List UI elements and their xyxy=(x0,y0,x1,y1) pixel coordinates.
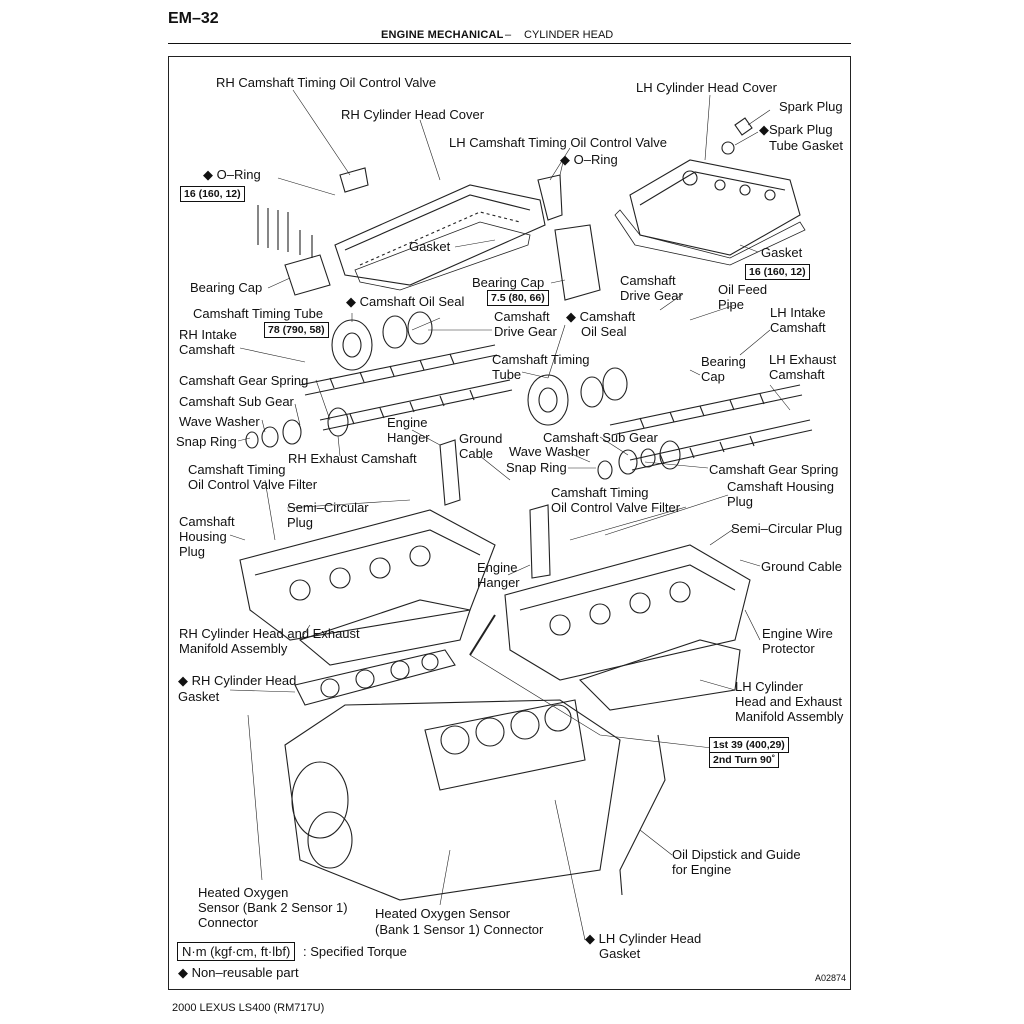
label-lh-head-gasket-2: Gasket xyxy=(599,946,641,961)
label-semi-circular-plug-lh: Semi–Circular Plug xyxy=(731,521,843,536)
torque-oil-seal: 7.5 (80, 66) xyxy=(487,290,549,306)
label-wave-washer-rh: Wave Washer xyxy=(179,414,260,429)
label-lh-intake-camshaft-2: Camshaft xyxy=(770,320,826,335)
label-rh-cylinder-head-cover: RH Cylinder Head Cover xyxy=(341,107,485,122)
label-rh-intake-camshaft-1: RH Intake xyxy=(179,327,237,342)
legend-nonreusable: ◆ Non–reusable part xyxy=(178,965,299,980)
label-oil-feed-pipe-1: Oil Feed xyxy=(718,282,768,297)
label-camshaft-ocv-filter-rh-1: Camshaft Timing xyxy=(188,462,286,477)
label-engine-wire-protector-1: Engine Wire xyxy=(762,626,833,641)
label-bearing-cap-rh: Bearing Cap xyxy=(190,280,263,295)
label-camshaft-timing-tube-rh: Camshaft Timing Tube xyxy=(193,306,324,321)
label-camshaft-drive-gear-lh-2: Drive Gear xyxy=(620,288,683,303)
label-engine-wire-protector-2: Protector xyxy=(762,641,815,656)
label-camshaft-drive-gear-rh-2: Drive Gear xyxy=(494,324,557,339)
label-camshaft-gear-spring-lh: Camshaft Gear Spring xyxy=(709,462,839,477)
label-camshaft-housing-plug-lh-2: Plug xyxy=(727,494,754,509)
page-number: EM–32 xyxy=(168,10,219,27)
label-ho2s-bank1-1: Heated Oxygen Sensor xyxy=(375,906,511,921)
label-ho2s-bank1-2: (Bank 1 Sensor 1) Connector xyxy=(375,922,544,937)
label-lh-exhaust-camshaft-1: LH Exhaust xyxy=(769,352,837,367)
label-gasket-rh: Gasket xyxy=(409,239,451,254)
label-rh-head-manifold-2: Manifold Assembly xyxy=(179,641,288,656)
label-engine-hanger-lh-2: Hanger xyxy=(477,575,520,590)
label-gasket-lh: Gasket xyxy=(761,245,803,260)
label-lh-cylinder-head-cover: LH Cylinder Head Cover xyxy=(636,80,777,95)
label-camshaft-housing-plug-rh-3: Plug xyxy=(179,544,206,559)
label-camshaft-oil-seal-rh: ◆ Camshaft Oil Seal xyxy=(346,294,465,309)
label-bearing-cap-lh-1: Bearing xyxy=(701,354,746,369)
label-camshaft-housing-plug-lh-1: Camshaft Housing xyxy=(727,479,834,494)
label-camshaft-oil-seal-lh-2: Oil Seal xyxy=(581,324,627,339)
section-separator: – xyxy=(505,29,512,41)
label-camshaft-drive-gear-lh-1: Camshaft xyxy=(620,273,676,288)
label-camshaft-ocv-filter-lh-1: Camshaft Timing xyxy=(551,485,649,500)
label-rh-exhaust-camshaft: RH Exhaust Camshaft xyxy=(288,451,417,466)
label-oil-feed-pipe-2: Pipe xyxy=(718,297,745,312)
label-lh-head-manifold-1: LH Cylinder xyxy=(735,679,803,694)
label-engine-hanger-rh-2: Hanger xyxy=(387,430,430,445)
label-camshaft-oil-seal-lh-1: ◆ Camshaft xyxy=(566,309,636,324)
label-rh-head-gasket-2: Gasket xyxy=(178,689,220,704)
torque-timing-tube: 78 (790, 58) xyxy=(264,322,329,338)
label-ground-cable-lh: Ground Cable xyxy=(761,559,842,574)
label-lh-intake-camshaft-1: LH Intake xyxy=(770,305,826,320)
label-rh-camshaft-timing-ocv: RH Camshaft Timing Oil Control Valve xyxy=(216,75,437,90)
label-ground-cable-top-1: Ground xyxy=(459,431,503,446)
label-oil-dipstick-2: for Engine xyxy=(672,862,732,877)
torque-rh-cap: 16 (160, 12) xyxy=(180,186,245,202)
label-rh-intake-camshaft-2: Camshaft xyxy=(179,342,235,357)
label-spark-plug-tube-gasket-1: ◆Spark Plug xyxy=(759,122,833,137)
diagram-frame xyxy=(168,56,851,990)
section-title: ENGINE MECHANICAL xyxy=(381,29,504,41)
label-spark-plug-tube-gasket-2: Tube Gasket xyxy=(769,138,843,153)
label-camshaft-gear-spring-rh: Camshaft Gear Spring xyxy=(179,373,309,388)
torque-lh-cap: 16 (160, 12) xyxy=(745,264,810,280)
page-footer: 2000 LEXUS LS400 (RM717U) xyxy=(172,1002,325,1014)
legend-torque-desc: : Specified Torque xyxy=(303,944,407,959)
label-spark-plug: Spark Plug xyxy=(779,99,843,114)
label-o-ring-rh: ◆ O–Ring xyxy=(203,167,261,182)
label-semi-circular-plug-rh-1: Semi–Circular xyxy=(287,500,369,515)
label-snap-ring-lh: Snap Ring xyxy=(506,460,567,475)
label-ho2s-bank2-3: Connector xyxy=(198,915,258,930)
label-camshaft-drive-gear-rh-1: Camshaft xyxy=(494,309,550,324)
legend-torque-unit: N·m (kgf·cm, ft·lbf) xyxy=(177,942,296,961)
label-engine-hanger-rh-1: Engine xyxy=(387,415,428,430)
figure-id: A02874 xyxy=(814,973,846,983)
subsection-title: CYLINDER HEAD xyxy=(524,29,614,41)
label-camshaft-ocv-filter-rh-2: Oil Control Valve Filter xyxy=(188,477,318,492)
label-lh-head-gasket-1: ◆ LH Cylinder Head xyxy=(585,931,702,946)
label-camshaft-sub-gear-rh: Camshaft Sub Gear xyxy=(179,394,294,409)
label-oil-dipstick-1: Oil Dipstick and Guide xyxy=(672,847,801,862)
label-engine-hanger-lh-1: Engine xyxy=(477,560,518,575)
label-lh-head-manifold-2: Head and Exhaust xyxy=(735,694,842,709)
label-lh-head-manifold-3: Manifold Assembly xyxy=(735,709,844,724)
label-lh-exhaust-camshaft-2: Camshaft xyxy=(769,367,825,382)
label-camshaft-housing-plug-rh-1: Camshaft xyxy=(179,514,235,529)
header-rule xyxy=(168,43,851,44)
torque-head-bolt-2: 2nd Turn 90˚ xyxy=(709,752,780,768)
label-wave-washer-lh: Wave Washer xyxy=(509,444,590,459)
label-ho2s-bank2-1: Heated Oxygen xyxy=(198,885,289,900)
label-camshaft-timing-tube-lh-1: Camshaft Timing xyxy=(492,352,590,367)
label-rh-head-manifold-1: RH Cylinder Head and Exhaust xyxy=(179,626,360,641)
label-semi-circular-plug-rh-2: Plug xyxy=(287,515,314,530)
label-camshaft-housing-plug-rh-2: Housing xyxy=(179,529,227,544)
label-camshaft-sub-gear-lh: Camshaft Sub Gear xyxy=(543,430,658,445)
label-ground-cable-top-2: Cable xyxy=(459,446,493,461)
label-ho2s-bank2-2: Sensor (Bank 2 Sensor 1) xyxy=(198,900,348,915)
label-camshaft-ocv-filter-lh-2: Oil Control Valve Filter xyxy=(551,500,681,515)
torque-head-bolt-1: 1st 39 (400,29) xyxy=(709,737,789,753)
label-camshaft-timing-tube-lh-2: Tube xyxy=(492,367,522,382)
label-bearing-cap-lh-2: Cap xyxy=(701,369,725,384)
label-o-ring-lh: ◆ O–Ring xyxy=(560,152,618,167)
label-snap-ring-rh: Snap Ring xyxy=(176,434,237,449)
label-bearing-cap-mid: Bearing Cap xyxy=(472,275,545,290)
label-rh-head-gasket-1: ◆ RH Cylinder Head xyxy=(178,673,297,688)
label-lh-camshaft-timing-ocv: LH Camshaft Timing Oil Control Valve xyxy=(449,135,667,150)
